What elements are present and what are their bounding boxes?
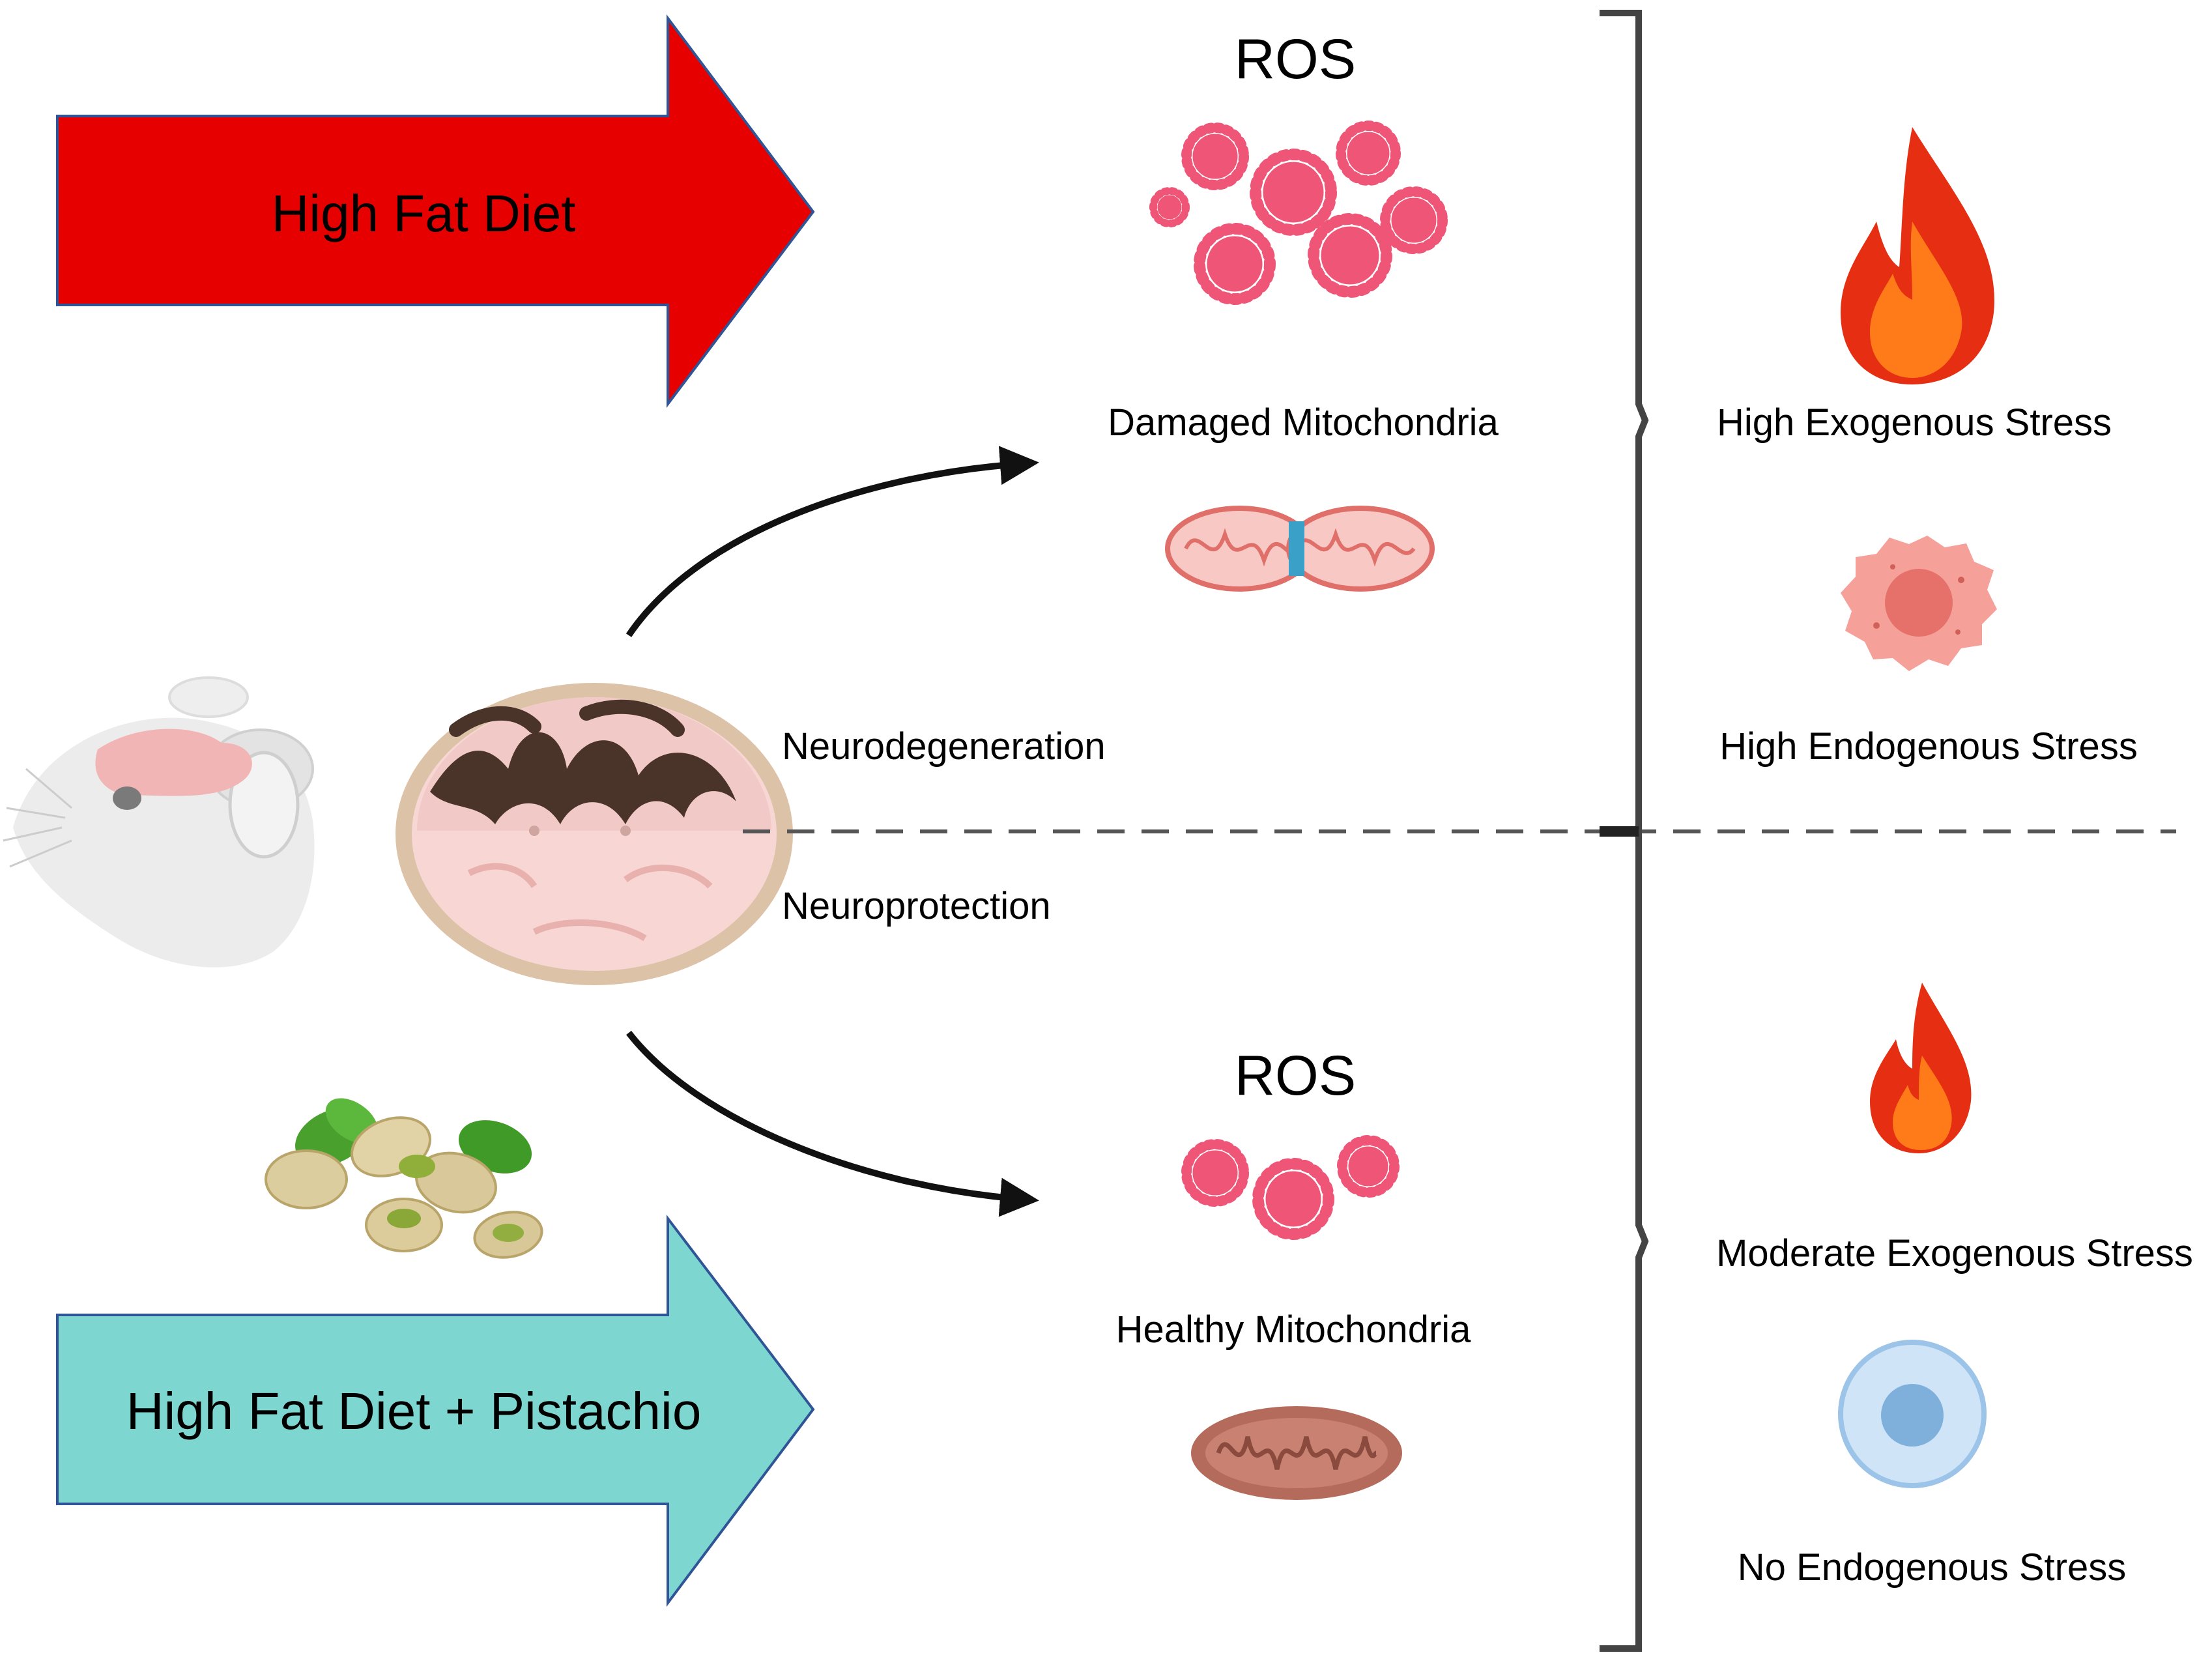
ros-label-lower: ROS <box>1235 1045 1356 1107</box>
high-fat-diet-label: High Fat Diet <box>272 184 576 242</box>
ros-particle-icon <box>1149 187 1190 227</box>
ros-cluster-lower <box>1181 1135 1400 1240</box>
neuroprotection-label: Neuroprotection <box>782 885 1051 927</box>
ros-particle-icon <box>1250 149 1337 236</box>
lower-curved-arrow <box>626 1030 1039 1217</box>
red-block-arrow <box>56 14 815 408</box>
pistachio-diet-arrow: High Fat Diet + Pistachio <box>56 1215 815 1607</box>
ros-particle-icon <box>1308 213 1392 298</box>
bracket-midmark <box>1600 826 1639 837</box>
ros-label-upper: ROS <box>1235 28 1356 91</box>
upper-curved-arrow <box>625 446 1039 637</box>
stressed-cell-icon <box>1841 536 1997 671</box>
ros-particle-icon <box>1380 186 1448 254</box>
mouse-head-icon <box>3 676 315 968</box>
large-flame-icon <box>1841 127 1994 384</box>
ros-particle-icon <box>1337 1135 1400 1198</box>
high-exogenous-stress-label: High Exogenous Stress <box>1717 401 2112 444</box>
ros-cluster-upper <box>1149 121 1448 305</box>
ros-particle-icon <box>1194 223 1276 305</box>
ros-particle-icon <box>1181 1139 1249 1207</box>
brain-section-icon <box>395 683 793 985</box>
neurodegeneration-label: Neurodegeneration <box>782 725 1106 768</box>
ros-particle-icon <box>1181 122 1249 190</box>
moderate-exogenous-stress-label: Moderate Exogenous Stress <box>1716 1232 2193 1275</box>
healthy-mitochondria-icon <box>1191 1406 1402 1500</box>
no-endogenous-stress-label: No Endogenous Stress <box>1738 1546 2126 1589</box>
healthy-mitochondria-label: Healthy Mitochondria <box>1116 1308 1472 1351</box>
small-flame-icon <box>1870 983 1972 1153</box>
pistachio-diet-label: High Fat Diet + Pistachio <box>126 1382 702 1440</box>
ros-particle-icon <box>1336 121 1401 186</box>
damaged-mitochondria-label: Damaged Mitochondria <box>1108 401 1499 444</box>
high-fat-diet-arrow: High Fat Diet <box>56 14 815 408</box>
high-endogenous-stress-label: High Endogenous Stress <box>1719 725 2138 768</box>
healthy-cell-icon <box>1838 1340 1987 1488</box>
teal-block-arrow <box>56 1215 815 1607</box>
pistachio-icon <box>265 1098 543 1259</box>
ros-particle-icon <box>1252 1158 1334 1240</box>
damaged-mitochondria-icon <box>1165 506 1435 592</box>
